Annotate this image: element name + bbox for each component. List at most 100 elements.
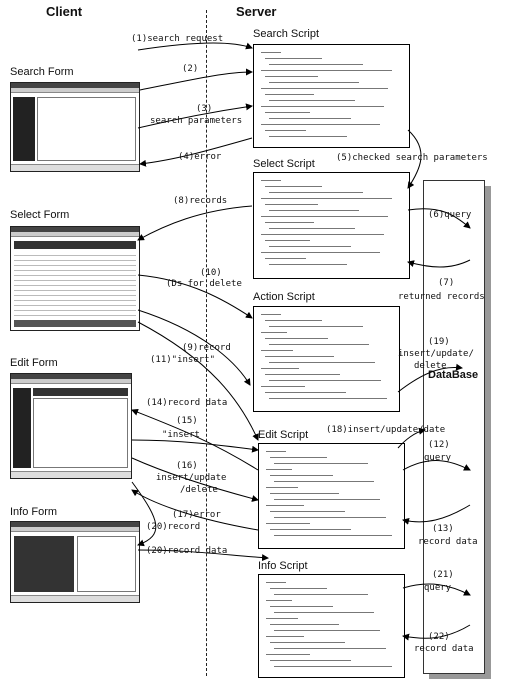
label-16a: (16) <box>176 461 198 471</box>
edit-script-box <box>258 443 405 549</box>
arrow-19 <box>397 363 463 393</box>
code-line <box>269 210 359 211</box>
arrow-5 <box>407 129 422 189</box>
code-line <box>261 198 392 199</box>
arrow-13 <box>402 504 471 525</box>
code-line <box>261 368 299 369</box>
label-5: (5)checked search parameters <box>336 153 488 163</box>
code-line <box>265 112 310 113</box>
code-line <box>269 192 363 193</box>
code-line <box>266 582 286 583</box>
code-line <box>274 535 392 536</box>
arrow-4 <box>139 137 253 167</box>
code-line <box>265 258 306 259</box>
arrow-16 <box>131 457 259 502</box>
label-3b: search parameters <box>150 116 243 126</box>
arrow-8 <box>137 205 253 241</box>
action-script-title: Action Script <box>253 291 315 303</box>
label-12b: query <box>424 453 452 463</box>
code-line <box>261 180 281 181</box>
code-line <box>266 451 286 452</box>
search-script-title: Search Script <box>253 28 320 40</box>
code-line <box>266 636 304 637</box>
arrow-11 <box>137 321 259 441</box>
label-18: (18)insert/update/date <box>326 425 446 435</box>
code-line <box>274 499 380 500</box>
label-21a: (21) <box>432 570 454 580</box>
code-line <box>274 594 368 595</box>
label-4: (4)error <box>178 152 222 162</box>
edit-form-screenshot <box>10 373 132 479</box>
arrow-17 <box>131 489 259 531</box>
code-line <box>269 246 351 247</box>
code-line <box>269 64 363 65</box>
code-line <box>269 228 355 229</box>
code-line <box>261 314 281 315</box>
arrow-2 <box>139 68 253 91</box>
code-line <box>270 511 345 512</box>
label-21b: query <box>424 583 452 593</box>
label-15b: "insert <box>162 430 200 440</box>
code-line <box>265 338 328 339</box>
code-line <box>266 618 298 619</box>
label-22b: record data <box>414 644 474 654</box>
code-line <box>261 52 281 53</box>
code-line <box>261 216 388 217</box>
label-14: (14)record data <box>146 398 228 408</box>
label-10b: (Ds for delete <box>166 279 242 289</box>
code-line <box>269 380 381 381</box>
code-line <box>269 326 363 327</box>
arrow-10 <box>137 274 253 319</box>
code-line <box>266 505 304 506</box>
code-line <box>269 344 369 345</box>
code-line <box>265 186 322 187</box>
arrow-20 <box>131 481 157 547</box>
code-line <box>261 124 380 125</box>
label-10a: (10) <box>200 268 222 278</box>
label-20b: (20)record data <box>146 546 228 556</box>
arrow-22 <box>402 624 471 641</box>
label-19c: delete <box>414 361 447 371</box>
arrow-1 <box>137 42 253 51</box>
label-16b: insert/update <box>156 473 227 483</box>
code-line <box>269 82 359 83</box>
arrow-9 <box>137 309 251 386</box>
code-line <box>261 70 392 71</box>
arrow-12 <box>402 460 471 471</box>
label-13b: record data <box>418 537 478 547</box>
select-script-title: Select Script <box>253 158 315 170</box>
arrow-18 <box>397 427 426 449</box>
code-line <box>270 588 327 589</box>
info-script-title: Info Script <box>258 560 308 572</box>
select-form-title: Select Form <box>10 209 70 221</box>
code-line <box>261 332 287 333</box>
label-7b: returned records <box>398 292 485 302</box>
code-line <box>274 648 386 649</box>
code-line <box>265 94 314 95</box>
code-line <box>274 517 386 518</box>
code-line <box>266 600 292 601</box>
code-line <box>266 469 292 470</box>
label-11: (11)"insert" <box>150 355 216 365</box>
label-9: (9)record <box>182 343 231 353</box>
label-3a: (3) <box>196 104 213 114</box>
code-line <box>265 130 306 131</box>
code-line <box>265 240 310 241</box>
code-line <box>270 529 351 530</box>
code-line <box>274 630 380 631</box>
code-line <box>261 350 293 351</box>
code-line <box>261 106 384 107</box>
code-line <box>265 76 318 77</box>
select-script-box <box>253 172 410 279</box>
arrow-7 <box>407 259 471 268</box>
arrow-14 <box>131 408 259 471</box>
code-line <box>270 475 333 476</box>
label-15a: (15) <box>176 416 198 426</box>
code-line <box>265 58 322 59</box>
label-19a: (19) <box>428 337 450 347</box>
code-line <box>270 624 339 625</box>
arrow-6 <box>407 208 471 229</box>
label-2: (2) <box>182 64 199 74</box>
code-line <box>265 392 346 393</box>
